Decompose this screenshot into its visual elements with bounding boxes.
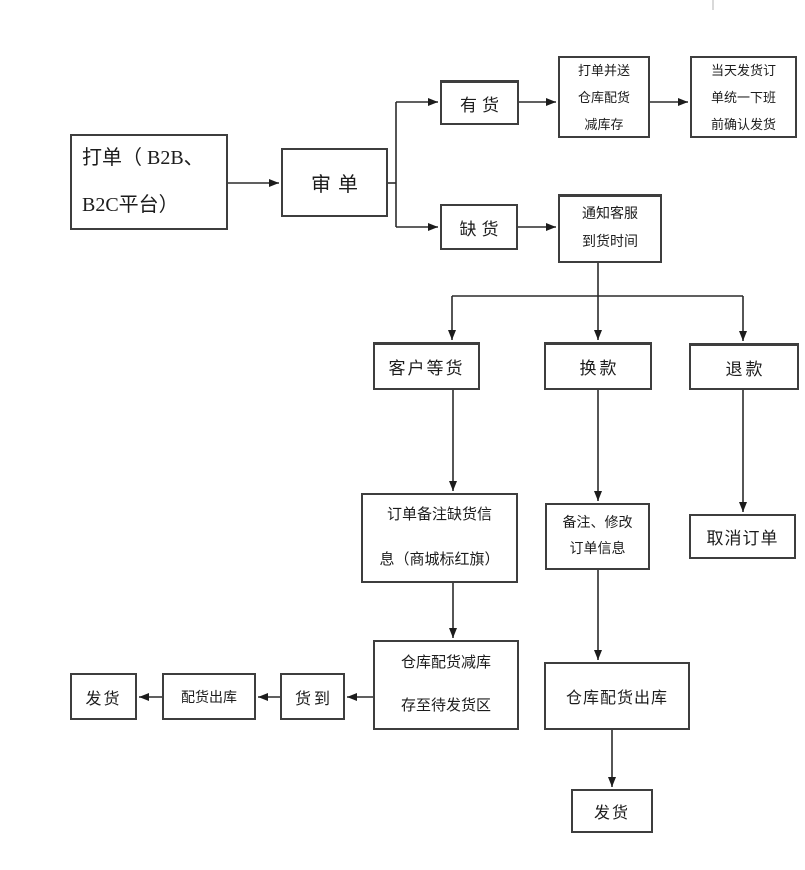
node-exchange-label: 换款	[579, 359, 620, 378]
node-warehouse-restock-label: 仓库配货减库 存至待发货区	[400, 655, 491, 714]
node-out-of-stock: 缺货	[440, 204, 518, 250]
node-warehouse-pick-out-label: 仓库配货出库	[565, 690, 668, 707]
node-goods-arrive-label: 货到	[294, 690, 333, 708]
node-goods-arrive: 货到	[280, 673, 345, 720]
node-same-day-confirm: 当天发货订 单统一下班 前确认发货	[690, 56, 797, 138]
node-note-modify-order: 备注、修改 订单信息	[545, 503, 650, 570]
node-warehouse-restock: 仓库配货减库 存至待发货区	[373, 640, 519, 730]
node-ship-left: 发货	[70, 673, 137, 720]
node-warehouse-pick-out: 仓库配货出库	[544, 662, 690, 730]
node-print-order: 打单（ B2B、 B2C平台）	[70, 134, 228, 230]
node-customer-wait-label: 客户等货	[388, 359, 465, 378]
node-ship-left-label: 发货	[85, 690, 122, 708]
node-out-of-stock-label: 缺货	[459, 219, 504, 239]
node-in-stock-label: 有货	[460, 95, 504, 115]
node-pick-outbound: 配货出库	[162, 673, 256, 720]
node-customer-wait: 客户等货	[373, 342, 480, 390]
node-order-note-flag: 订单备注缺货信 息（商城标红旗）	[361, 493, 518, 583]
node-same-day-confirm-label: 当天发货订 单统一下班 前确认发货	[710, 62, 776, 132]
node-ship-bottom-label: 发货	[593, 805, 630, 822]
node-exchange: 换款	[544, 342, 652, 390]
node-order-note-flag-label: 订单备注缺货信 息（商城标红旗）	[379, 507, 500, 568]
node-review-order: 审单	[281, 148, 388, 217]
node-refund-label: 退款	[725, 359, 766, 379]
node-pick-outbound-label: 配货出库	[181, 690, 237, 706]
node-print-order-label: 打单（ B2B、 B2C平台）	[82, 147, 204, 216]
node-in-stock: 有货	[440, 80, 519, 125]
node-notify-customer-service-label: 通知客服 到货时间	[582, 207, 638, 250]
node-cancel-order: 取消订单	[689, 514, 796, 559]
node-review-order-label: 审单	[311, 174, 365, 196]
node-ship-bottom: 发货	[571, 789, 653, 833]
node-note-modify-order-label: 备注、修改 订单信息	[562, 515, 633, 557]
node-refund: 退款	[689, 343, 799, 390]
node-notify-customer-service: 通知客服 到货时间	[558, 194, 662, 263]
node-pick-ship: 打单并送 仓库配货 减库存	[558, 56, 650, 138]
node-cancel-order-label: 取消订单	[706, 529, 779, 548]
node-pick-ship-label: 打单并送 仓库配货 减库存	[577, 62, 630, 132]
